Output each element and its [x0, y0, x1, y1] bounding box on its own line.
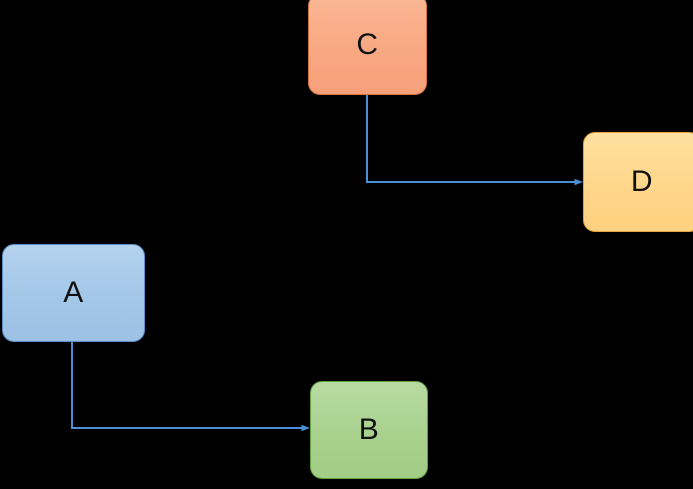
- edge-a-to-b: [71, 341, 310, 432]
- node-d-label: D: [630, 165, 654, 198]
- node-a-label: A: [63, 276, 84, 309]
- node-d[interactable]: D: [583, 132, 693, 232]
- node-b-label: B: [358, 413, 380, 446]
- node-b[interactable]: B: [310, 381, 428, 479]
- node-c-label: C: [356, 27, 379, 61]
- node-a[interactable]: A: [2, 244, 145, 342]
- edge-c-to-d: [366, 95, 583, 186]
- node-c[interactable]: C: [308, 0, 427, 95]
